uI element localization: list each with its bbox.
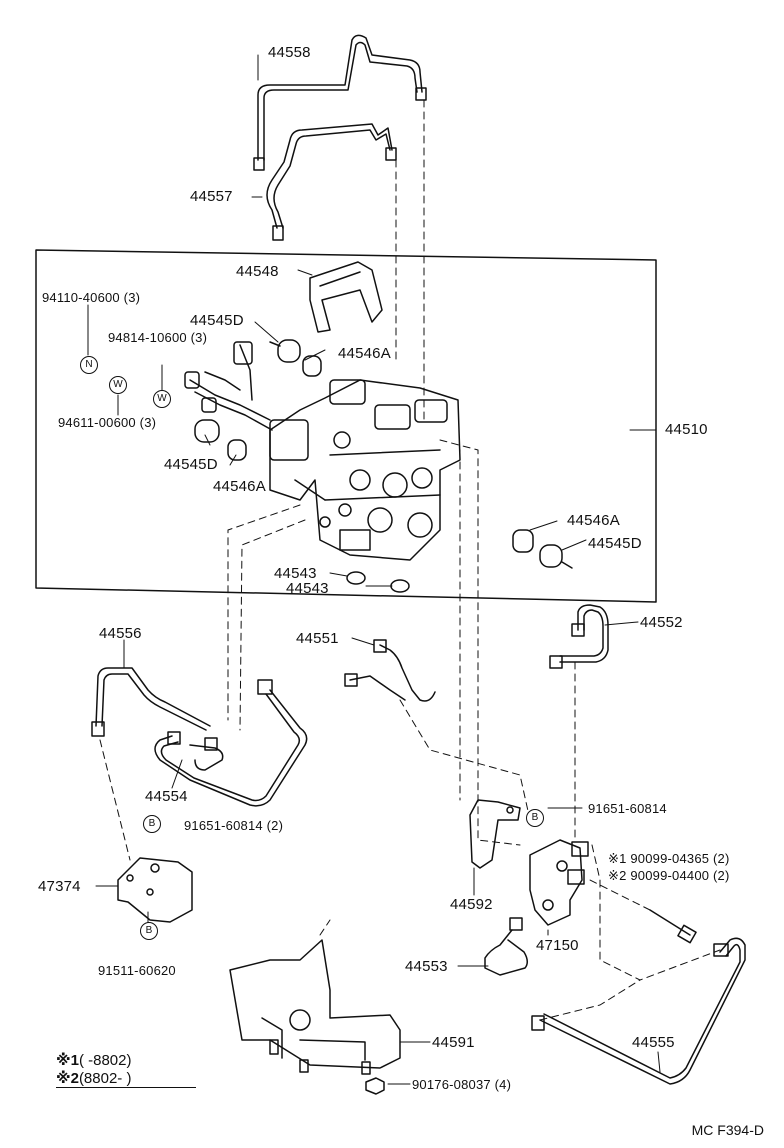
- tube-44556: [91, 667, 211, 737]
- label-44546A-top: 44546A: [338, 345, 391, 362]
- sensor-44545D-b: [194, 419, 220, 443]
- label-47150: 47150: [536, 937, 579, 954]
- tube-44555: [531, 937, 746, 1085]
- sensor-44546A-b: [227, 439, 247, 461]
- tube-44557: [266, 123, 397, 241]
- label-91651-60814: 91651-60814: [588, 801, 667, 816]
- tube-44554: [154, 679, 308, 807]
- sensor-44545D-c: [539, 544, 573, 569]
- label-90099-04365: ※1 90099-04365 (2): [608, 851, 730, 866]
- label-44546A-left: 44546A: [213, 478, 266, 495]
- label-47374: 47374: [38, 878, 81, 895]
- diagram-code: MC F394-D: [691, 1122, 764, 1138]
- grommet-44543-a: [346, 571, 366, 585]
- label-44543-a: 44543: [274, 565, 317, 582]
- sensor-44546A-c: [512, 529, 534, 553]
- mark-b-2: B: [526, 809, 544, 827]
- label-44592: 44592: [450, 896, 493, 913]
- label-44545D-right: 44545D: [588, 535, 642, 552]
- label-91651-60814-2: 91651-60814 (2): [184, 818, 284, 833]
- label-44558: 44558: [268, 44, 311, 61]
- mark-b-1: B: [143, 815, 161, 833]
- label-44557: 44557: [190, 188, 233, 205]
- label-44556: 44556: [99, 625, 142, 642]
- mark-b-3: B: [140, 922, 158, 940]
- tube-44553: [484, 917, 528, 976]
- label-90099-04400: ※2 90099-04400 (2): [608, 868, 730, 883]
- tube-44551: [344, 639, 436, 702]
- mark-w-1: W: [153, 390, 171, 408]
- sensor-44546A-a: [302, 355, 322, 377]
- label-91511-60620: 91511-60620: [98, 963, 176, 978]
- label-44552: 44552: [640, 614, 683, 631]
- footnote-2: ※2(8802- ): [56, 1070, 132, 1087]
- label-90176-08037: 90176-08037 (4): [412, 1077, 512, 1092]
- label-44555: 44555: [632, 1034, 675, 1051]
- bracket-44592: [469, 799, 521, 869]
- label-44546A-right: 44546A: [567, 512, 620, 529]
- bracket-44591: [229, 939, 401, 1075]
- assembly-frame: [35, 249, 657, 603]
- nut-90176: [365, 1077, 385, 1095]
- label-44553: 44553: [405, 958, 448, 975]
- wiring-harness: [184, 341, 273, 431]
- cover-44548: [309, 261, 383, 333]
- label-44551: 44551: [296, 630, 339, 647]
- mark-w-2: W: [109, 376, 127, 394]
- bracket-47374: [117, 857, 193, 923]
- label-44510: 44510: [665, 421, 708, 438]
- tube-44552: [549, 604, 609, 669]
- mark-n: N: [80, 356, 98, 374]
- footnote-1: ※1( -8802): [56, 1052, 132, 1069]
- label-44545D-left: 44545D: [164, 456, 218, 473]
- tube-44558: [253, 34, 427, 171]
- label-94814-10600: 94814-10600 (3): [108, 330, 208, 345]
- label-44548: 44548: [236, 263, 279, 280]
- bolt-90099: [649, 909, 697, 944]
- actuator-body-44510: [269, 379, 461, 561]
- label-44554: 44554: [145, 788, 188, 805]
- footnote-underline: [56, 1087, 196, 1088]
- label-94611-00600: 94611-00600 (3): [58, 415, 157, 430]
- label-44545D-top: 44545D: [190, 312, 244, 329]
- label-44591: 44591: [432, 1034, 475, 1051]
- sensor-44545D-a: [269, 339, 301, 363]
- label-44543-b: 44543: [286, 580, 329, 597]
- valve-47150: [529, 839, 589, 926]
- grommet-44543-b: [390, 579, 410, 593]
- label-94110-40600: 94110-40600 (3): [42, 290, 141, 305]
